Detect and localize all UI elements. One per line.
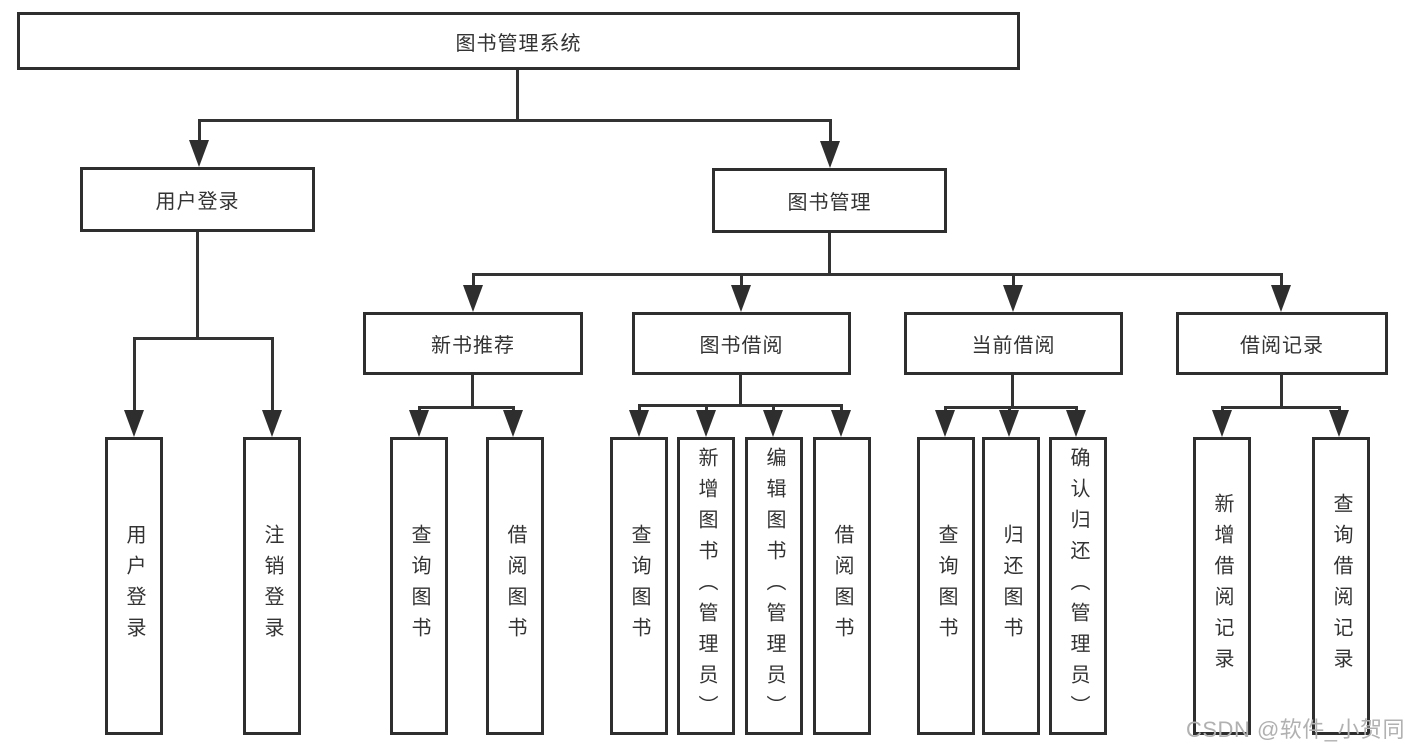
node-query-books-current: 查询图书 — [917, 437, 975, 735]
connector-line — [828, 233, 831, 273]
node-current-borrowing: 当前借阅 — [904, 312, 1123, 375]
node-borrow-books-recommend: 借阅图书 — [486, 437, 544, 735]
node-add-book-admin: 新增图书（管理员） — [677, 437, 735, 735]
node-label: 查询图书 — [408, 524, 430, 648]
connector-line — [1221, 406, 1341, 409]
connector-line — [1008, 406, 1011, 413]
connector-line — [198, 119, 201, 143]
node-label: 用户登录 — [123, 524, 145, 648]
connector-line — [133, 337, 274, 340]
connector-line — [1280, 273, 1283, 287]
arrow-down — [1271, 285, 1291, 312]
connector-line — [740, 273, 743, 287]
node-label: 借阅图书 — [831, 524, 853, 648]
connector-line — [829, 119, 832, 144]
connector-line — [638, 404, 641, 413]
node-edit-book-admin: 编辑图书（管理员） — [745, 437, 803, 735]
arrow-down — [999, 410, 1019, 437]
arrow-down — [409, 410, 429, 437]
connector-line — [1012, 273, 1015, 287]
node-label: 当前借阅 — [971, 335, 1056, 357]
connector-line — [418, 406, 421, 413]
node-new-book-recommend: 新书推荐 — [363, 312, 583, 375]
connector-line — [471, 374, 474, 406]
csdn-watermark: CSDN @软件_小贺同学 — [1186, 717, 1405, 742]
arrow-down — [503, 410, 523, 437]
node-label: 归还图书 — [1000, 524, 1022, 648]
node-label: 用户登录 — [155, 191, 240, 213]
connector-line — [516, 70, 519, 119]
node-label: 确认归还（管理员） — [1067, 446, 1089, 726]
arrow-down — [1212, 410, 1232, 437]
node-label: 图书借阅 — [699, 335, 784, 357]
connector-line — [1338, 406, 1341, 413]
node-label: 编辑图书（管理员） — [763, 446, 785, 726]
arrow-down — [831, 410, 851, 437]
connector-line — [739, 374, 742, 404]
connector-line — [705, 404, 708, 413]
connector-line — [1280, 374, 1283, 406]
arrow-down — [262, 410, 282, 437]
connector-line — [772, 404, 775, 413]
node-return-books: 归还图书 — [982, 437, 1040, 735]
arrow-down — [1329, 410, 1349, 437]
node-user-login-leaf: 用户登录 — [105, 437, 163, 735]
node-label: 查询图书 — [935, 524, 957, 648]
connector-line — [944, 406, 947, 413]
arrow-down — [1066, 410, 1086, 437]
node-label: 新书推荐 — [431, 335, 515, 357]
arrow-down — [1003, 285, 1023, 312]
arrow-down — [820, 141, 840, 168]
node-label: 图书管理系统 — [455, 32, 582, 55]
node-query-books-recommend: 查询图书 — [390, 437, 448, 735]
connector-line — [271, 337, 274, 412]
node-user-login: 用户登录 — [80, 167, 315, 232]
arrow-down — [463, 285, 483, 312]
node-label: 图书管理 — [787, 192, 872, 214]
node-borrow-books: 借阅图书 — [813, 437, 871, 735]
node-book-management: 图书管理 — [712, 168, 947, 233]
connector-line — [1221, 406, 1224, 413]
arrow-down — [763, 410, 783, 437]
connector-line — [198, 119, 831, 122]
node-logout: 注销登录 — [243, 437, 301, 735]
node-add-borrow-record: 新增借阅记录 — [1193, 437, 1251, 735]
node-label: 新增图书（管理员） — [695, 446, 717, 726]
node-library-management-system: 图书管理系统 — [17, 12, 1020, 70]
arrow-down — [696, 410, 716, 437]
node-label: 查询图书 — [628, 524, 650, 648]
node-query-borrow-record: 查询借阅记录 — [1312, 437, 1370, 735]
arrow-down — [189, 140, 209, 167]
connector-line — [1011, 374, 1014, 406]
connector-line — [418, 406, 515, 409]
connector-line — [944, 406, 1078, 409]
connector-line — [133, 337, 136, 412]
node-label: 借阅图书 — [504, 524, 526, 648]
arrow-down — [629, 410, 649, 437]
node-confirm-return-admin: 确认归还（管理员） — [1049, 437, 1107, 735]
connector-line — [472, 273, 475, 287]
node-label: 查询借阅记录 — [1330, 493, 1352, 679]
node-label: 注销登录 — [261, 524, 283, 648]
node-borrowing-records: 借阅记录 — [1176, 312, 1388, 375]
node-label: 借阅记录 — [1240, 335, 1324, 357]
connector-line — [840, 404, 843, 413]
connector-line — [638, 404, 843, 407]
connector-line — [512, 406, 515, 413]
node-book-borrowing: 图书借阅 — [632, 312, 851, 375]
node-query-books-borrowing: 查询图书 — [610, 437, 668, 735]
connector-line — [472, 273, 1283, 276]
node-label: 新增借阅记录 — [1211, 493, 1233, 679]
arrow-down — [935, 410, 955, 437]
connector-line — [1075, 406, 1078, 413]
arrow-down — [124, 410, 144, 437]
arrow-down — [731, 285, 751, 312]
connector-line — [196, 232, 199, 337]
